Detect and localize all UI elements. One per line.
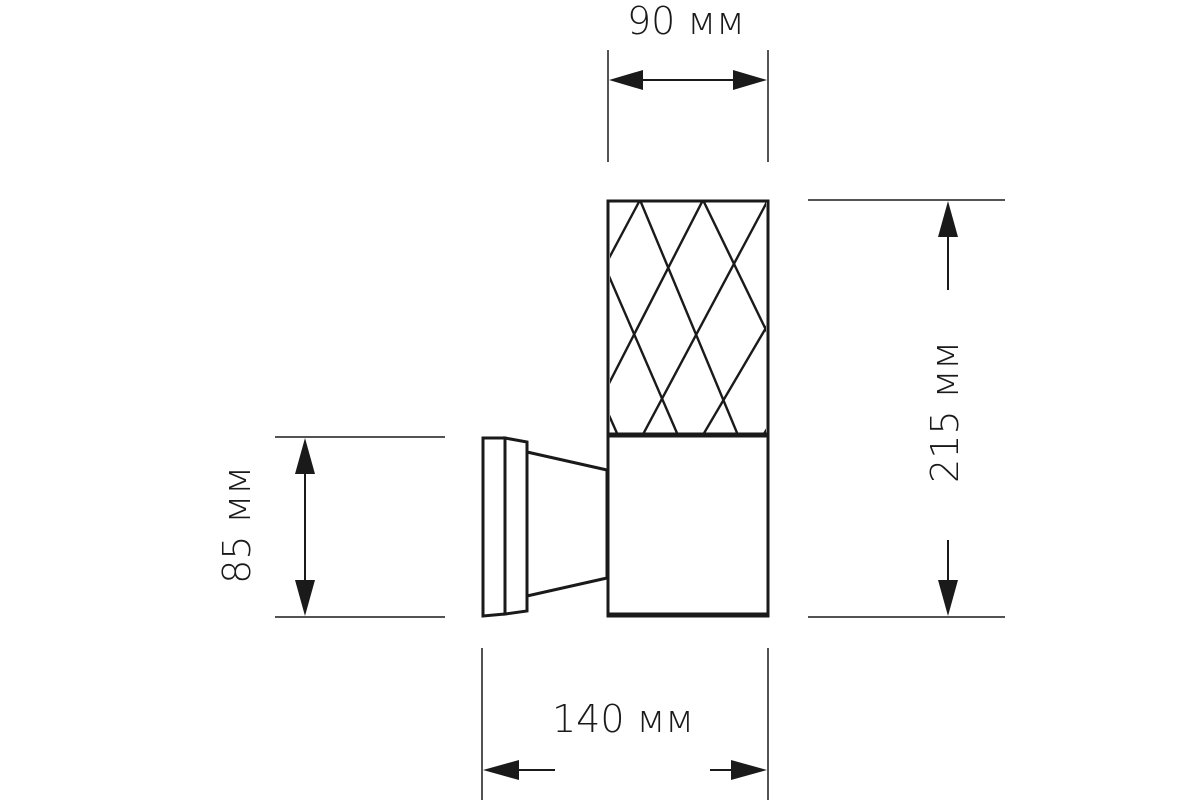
wall-plate [481,436,507,618]
lattice-pattern [610,202,766,434]
mount-arm [525,450,609,598]
lamp-body [481,199,770,618]
height-label: 215 мм [923,341,967,483]
depth-label: 140 мм [552,697,694,741]
arrowheads [295,70,958,780]
mount-height-label: 85 мм [215,466,259,584]
extension-lines [275,50,1005,800]
width-label: 90 мм [627,0,745,43]
lamp-housing [606,199,770,618]
